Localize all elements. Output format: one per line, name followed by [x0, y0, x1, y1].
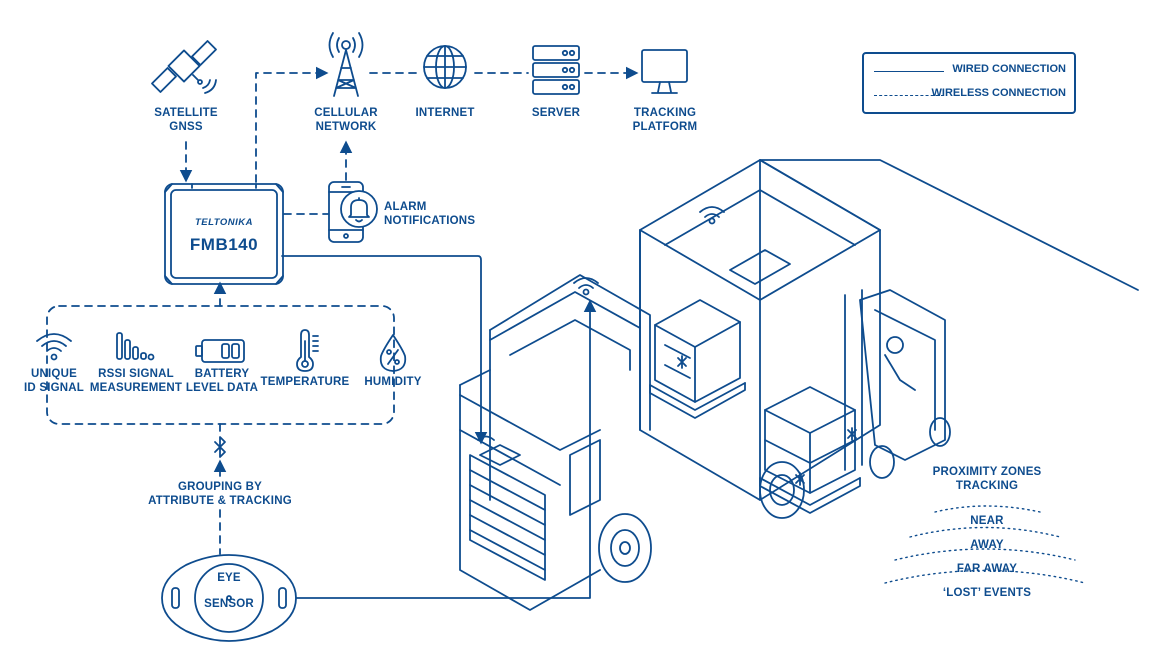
satellite-icon: [151, 40, 217, 94]
legend-wired-label: WIRED CONNECTION: [952, 63, 1066, 75]
wifi-signal-icon: [36, 333, 72, 361]
bluetooth-icon: [214, 436, 226, 458]
signal-bars-icon: [116, 332, 155, 361]
wired-links: [281, 255, 597, 599]
globe-icon: [423, 45, 467, 89]
wireless-line-sample: [874, 95, 944, 96]
thermometer-icon: [296, 329, 319, 372]
cell-tower-icon: [328, 32, 364, 97]
server-label: SERVER: [531, 107, 581, 119]
truck-illustration: [459, 159, 1139, 611]
legend-wireless: WIRELESS CONNECTION: [874, 87, 1066, 103]
phone-alarm-icon: [328, 181, 378, 243]
monitor-icon: [641, 49, 688, 94]
connection-legend: WIRED CONNECTION WIRELESS CONNECTION: [862, 52, 1076, 114]
wireless-links: [46, 66, 639, 555]
internet-label: INTERNET: [415, 107, 475, 119]
legend-wired: WIRED CONNECTION: [874, 63, 1066, 79]
legend-wireless-label: WIRELESS CONNECTION: [931, 87, 1066, 99]
fmb-brand-logo: TELTONIKA: [195, 217, 253, 228]
zone-near: NEAR: [970, 515, 1004, 527]
proximity-arcs: [884, 505, 1086, 584]
zone-away: AWAY: [970, 539, 1004, 551]
wired-line-sample: [874, 71, 944, 72]
zone-lost-events: ‘LOST’ EVENTS: [942, 587, 1032, 599]
zone-far-away: FAR AWAY: [956, 563, 1018, 575]
eye-sensor-device: [161, 554, 297, 642]
server-icon: [532, 45, 580, 95]
humidity-drop-icon: [379, 334, 407, 372]
battery-icon: [195, 339, 245, 363]
fmb-model-name: FMB140: [189, 235, 259, 254]
sensor-label-temperature: TEMPERATURE: [260, 376, 350, 388]
fmb140-device: [164, 183, 284, 285]
sensor-label-humidity: HUMIDITY: [364, 376, 422, 388]
